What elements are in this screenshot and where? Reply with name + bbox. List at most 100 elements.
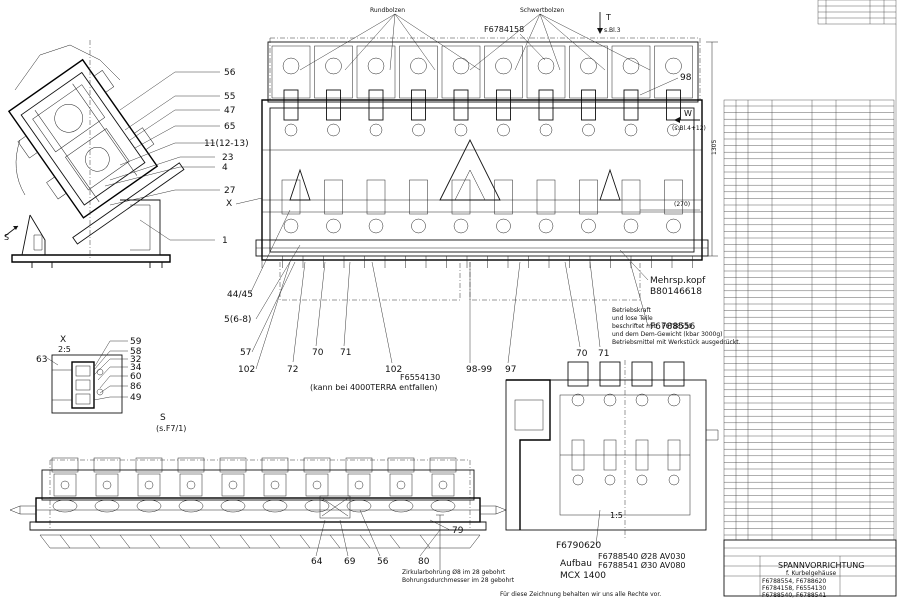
head-bore [495,57,512,75]
arrow-t: T [605,13,611,22]
assembly-clamp-top [631,361,653,387]
bottom-head [261,457,289,473]
callout-65: 65 [224,122,235,132]
head-bore [367,57,385,75]
callout-98-top: 98 [680,73,692,83]
assembly-knob [667,393,681,407]
callout-102-a: 102 [238,365,255,375]
callout-63: 63 [36,355,47,365]
bottom-head [51,457,79,473]
bottom-head [345,457,373,473]
bottom-knob [438,480,448,490]
callout-69: 69 [344,557,356,567]
head-cell [484,45,523,99]
callout-47: 47 [224,106,235,116]
dim-270: (270) [674,201,690,208]
callout-60: 60 [130,372,142,382]
lower-knob [496,218,511,234]
scale-t: s.Bl.3 [604,27,621,34]
clamp-post [368,89,384,121]
bottom-head [303,457,331,473]
bottom-knob [186,480,196,490]
callout-23: 23 [222,153,233,163]
callout-44-45: 44/45 [227,290,253,300]
assembly-clamp-top [599,361,621,387]
head-bore [665,57,682,75]
callout-58: 58 [130,347,142,357]
callout-86: 86 [130,382,142,392]
bill-of-materials [723,99,895,541]
bottom-pad [430,499,456,513]
assembly-note-5: und dem Dem-Gewicht (kbar 3000g) [612,331,722,338]
part-b80146618: B80146618 [650,287,702,297]
head-cell [314,45,353,99]
clamp-post [666,89,681,121]
bottom-pad [52,499,78,513]
bottom-knob [270,480,280,490]
clamp-post [538,89,554,121]
title-block: SPANNVORRICHTUNG f. Kurbelgehäuse F67885… [723,539,897,599]
bottom-clamp [95,473,119,497]
assembly-post [667,439,681,471]
clamp-knob [369,123,383,137]
bottom-pad [262,499,288,513]
head-bore [325,57,342,75]
callout-32: 32 [130,355,141,365]
lower-clamp [494,179,513,215]
detail-x: X 2:5 59 58 32 34 60 86 49 63 S (s.F7/1) [36,335,186,433]
bottom-clamp [53,473,77,497]
kann-bei-note: (kann bei 4000TERRA entfallen) [310,383,437,392]
head-bore [537,57,555,75]
callout-55: 55 [224,92,235,102]
view-s-title: S [160,413,166,423]
assembly-knob [571,393,585,407]
lower-clamp [536,179,556,215]
lower-clamp [451,179,471,215]
rundbolzen-label: Rundbolzen [370,7,405,14]
bottom-head [177,457,205,473]
bottom-clamp [221,473,245,497]
clamp-knob [624,123,638,137]
bottom-knob [102,480,112,490]
bottom-clamp [347,473,371,497]
bottom-knob [354,480,364,490]
part-f6790620: F6790620 [556,541,602,551]
assembly-clamp-top [663,361,685,387]
part-f6788540: F6788540 Ø28 AV030 [598,551,686,561]
clamp-knob [284,123,298,137]
lower-clamp [579,179,598,215]
bottom-knob [144,480,154,490]
footer-note: Für diese Zeichnung behalten wir uns all… [500,591,661,598]
assembly-lower-knob [668,474,680,486]
lower-clamp [366,179,386,215]
callout-1: 1 [222,236,228,246]
clamp-post [411,89,426,121]
lower-clamp [621,179,641,215]
head-cell [611,45,651,99]
assembly-note-2: und lose Teile [612,315,653,322]
assembly-post [571,439,585,471]
callout-71-a: 71 [340,348,351,358]
head-cell [526,45,566,99]
lower-knob [368,218,384,234]
bottom-clamp [305,473,329,497]
assembly-note-3: beschriftet mit: [612,323,658,330]
head-cell [441,45,481,99]
bottom-knob [60,480,70,490]
callout-11: 11(12-13) [204,139,249,149]
title-main: SPANNVORRICHTUNG [778,561,864,570]
callout-56: 56 [224,68,236,78]
lower-clamp [281,179,301,215]
schwertbolzen-label: Schwertbolzen [520,7,564,14]
bottom-head [219,457,247,473]
assembly-note-4: F6788539 [662,323,692,330]
clamp-knob [539,123,553,137]
lower-knob [538,218,554,234]
part-f6788556: F6788556 [650,322,696,332]
head-cell [356,45,396,99]
callout-56-bottom: 56 [377,557,389,567]
bottom-head [429,457,457,473]
bottom-clamp [431,473,455,497]
assembly-post [603,439,617,471]
title-parts-3: F6788540, F6788541 [762,592,826,599]
